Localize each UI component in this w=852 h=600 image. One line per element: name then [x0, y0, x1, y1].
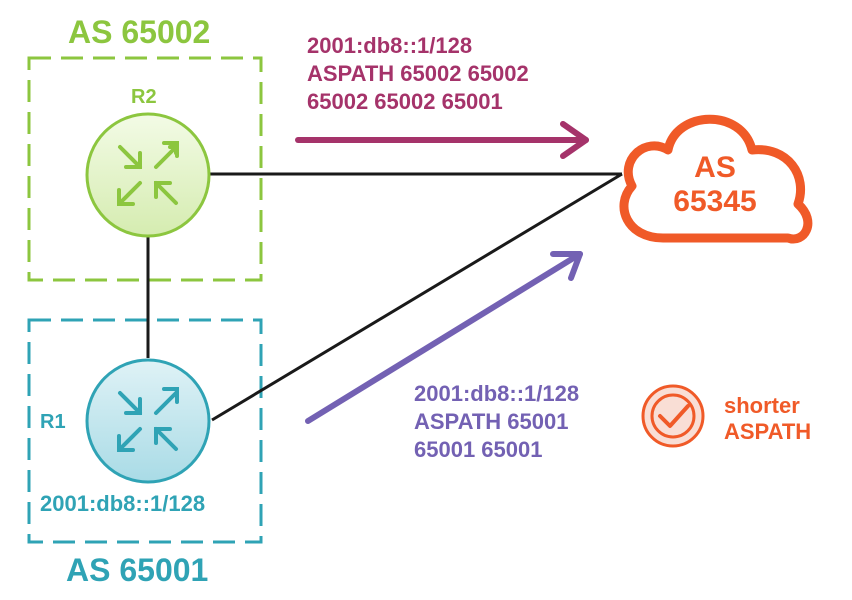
cloud-icon [619, 114, 813, 244]
cloud-as-number: 65345 [673, 185, 757, 218]
cloud-as-label: AS 65345 [640, 151, 790, 219]
aspath-word: ASPATH [724, 419, 812, 444]
advert-r2-prefix: 2001:db8::1/128 [307, 33, 473, 58]
router-r1-label: R1 [40, 411, 66, 433]
as-65002-label: AS 65002 [68, 14, 211, 50]
router-r1 [85, 358, 211, 484]
advert-r1-aspath: ASPATH 65001 [414, 409, 569, 434]
advert-arrow-r2 [295, 121, 589, 159]
advert-r2-aspath: ASPATH 65002 65002 [307, 61, 529, 86]
advert-arrow-r1 [305, 251, 583, 424]
as-65001-label: AS 65001 [66, 552, 209, 588]
advert-r2-aspath-cont: 65002 65002 65001 [307, 89, 503, 114]
router-arrows-icon [117, 387, 179, 452]
r1-prefix-label: 2001:db8::1/128 [40, 491, 206, 516]
advert-r1-prefix: 2001:db8::1/128 [414, 381, 580, 406]
as-65001-boundary [27, 318, 263, 544]
link-r1-cloud [211, 172, 623, 422]
check-badge-icon [641, 384, 705, 448]
shorter-word: shorter [724, 393, 800, 418]
cloud-as-word: AS [694, 151, 736, 184]
router-arrows-icon [117, 141, 179, 206]
router-r2-label: R2 [131, 86, 157, 108]
router-r2 [85, 112, 211, 238]
advert-r1-label: 2001:db8::1/128 ASPATH 65001 65001 65001 [414, 380, 579, 464]
advert-r1-aspath-cont: 65001 65001 [414, 437, 543, 462]
as-65002-boundary [27, 56, 263, 282]
shorter-aspath-label: shorter ASPATH [724, 393, 811, 445]
advert-r2-label: 2001:db8::1/128 ASPATH 65002 65002 65002… [307, 32, 529, 116]
